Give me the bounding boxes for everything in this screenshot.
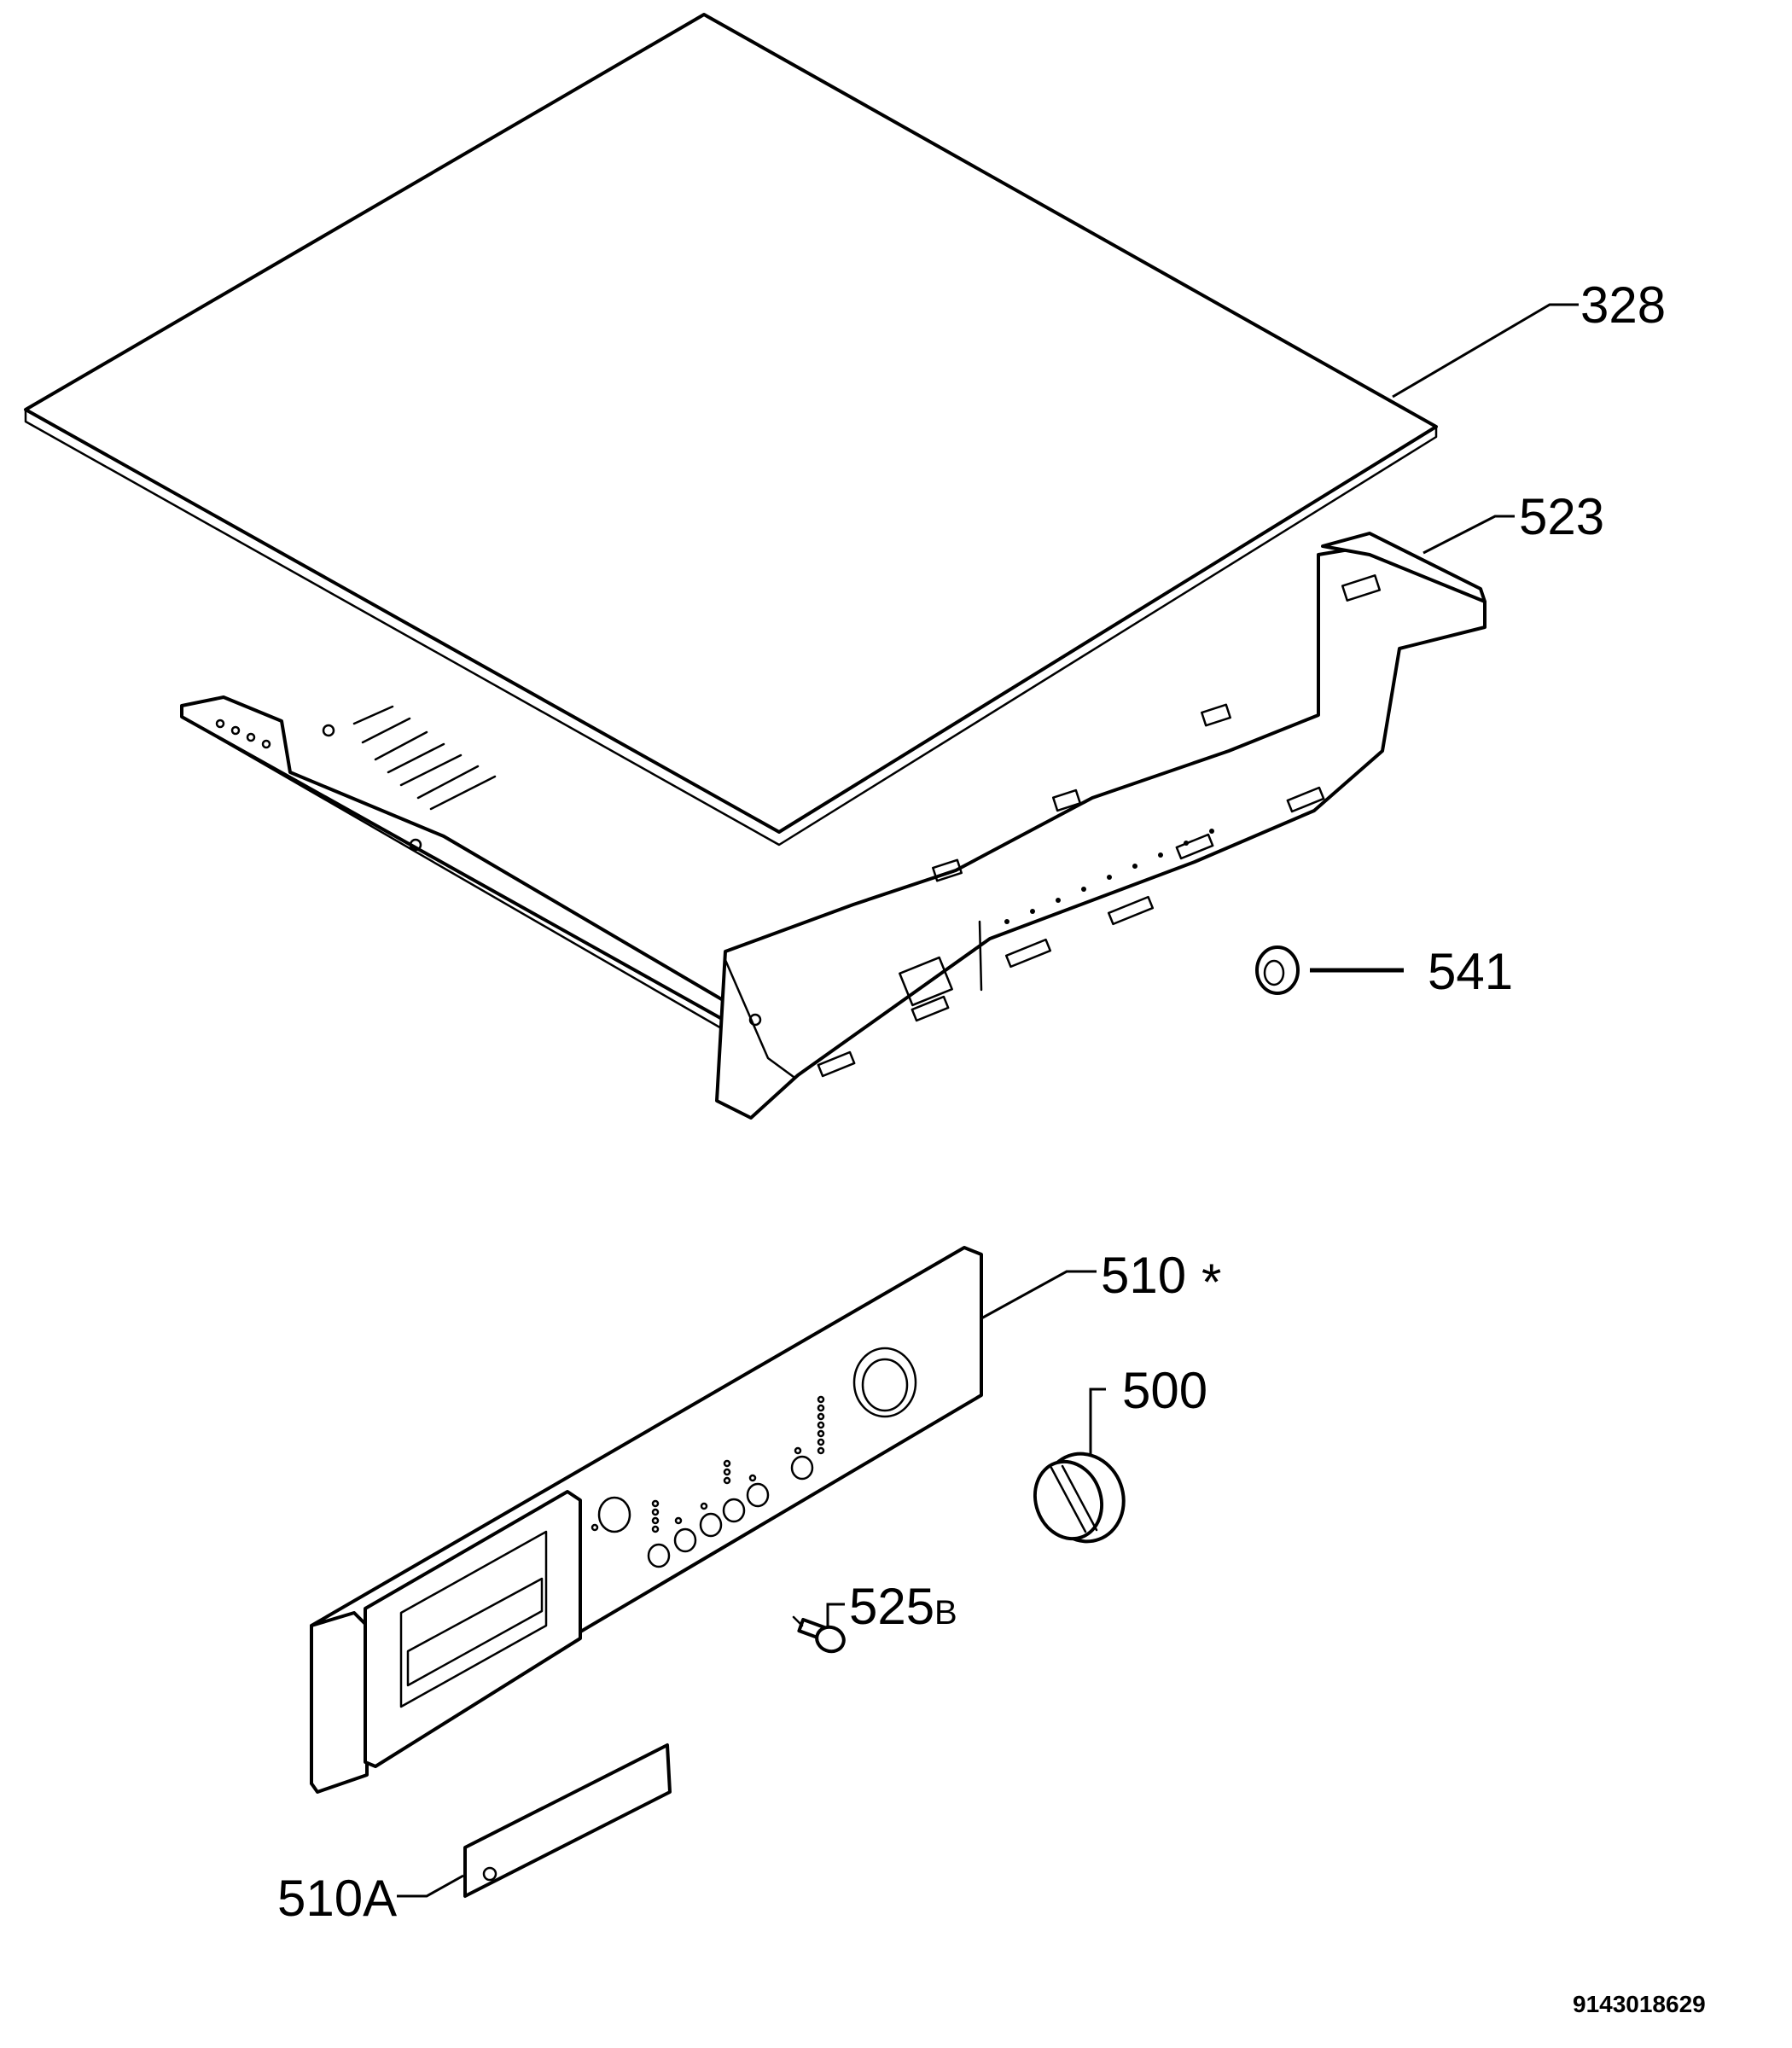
label-525b-suffix: B (934, 1594, 957, 1632)
control-panel-frame (180, 532, 1487, 1120)
label-523: 523 (1519, 488, 1604, 545)
label-510: 510 (1101, 1247, 1186, 1304)
fascia-buttons (597, 1455, 814, 1568)
frame-dots (1004, 829, 1214, 924)
leader-328 (1392, 303, 1579, 399)
indicator-light (792, 1615, 846, 1654)
leader-500 (1089, 1388, 1106, 1455)
fascia-led-dots (591, 1395, 825, 1533)
document-number: 9143018629 (1573, 1991, 1706, 2017)
top-cover-plate (24, 13, 1438, 847)
frame-slots (817, 574, 1382, 1078)
vent-slots (352, 705, 497, 811)
label-328: 328 (1580, 276, 1666, 334)
program-knob (1033, 1452, 1126, 1544)
leader-510a (397, 1874, 464, 1898)
label-500: 500 (1122, 1362, 1207, 1419)
frame-holes (215, 719, 762, 1027)
label-541: 541 (1428, 943, 1513, 1000)
label-510a: 510A (277, 1870, 397, 1927)
leader-523 (1423, 515, 1515, 555)
grommet (1255, 945, 1300, 995)
leader-510 (980, 1270, 1097, 1320)
control-panel-fascia (310, 1246, 983, 1794)
badge-plate (463, 1743, 672, 1898)
label-525b: 525 (849, 1578, 934, 1635)
label-510-asterisk: * (1201, 1254, 1221, 1311)
leader-525b (826, 1603, 845, 1626)
